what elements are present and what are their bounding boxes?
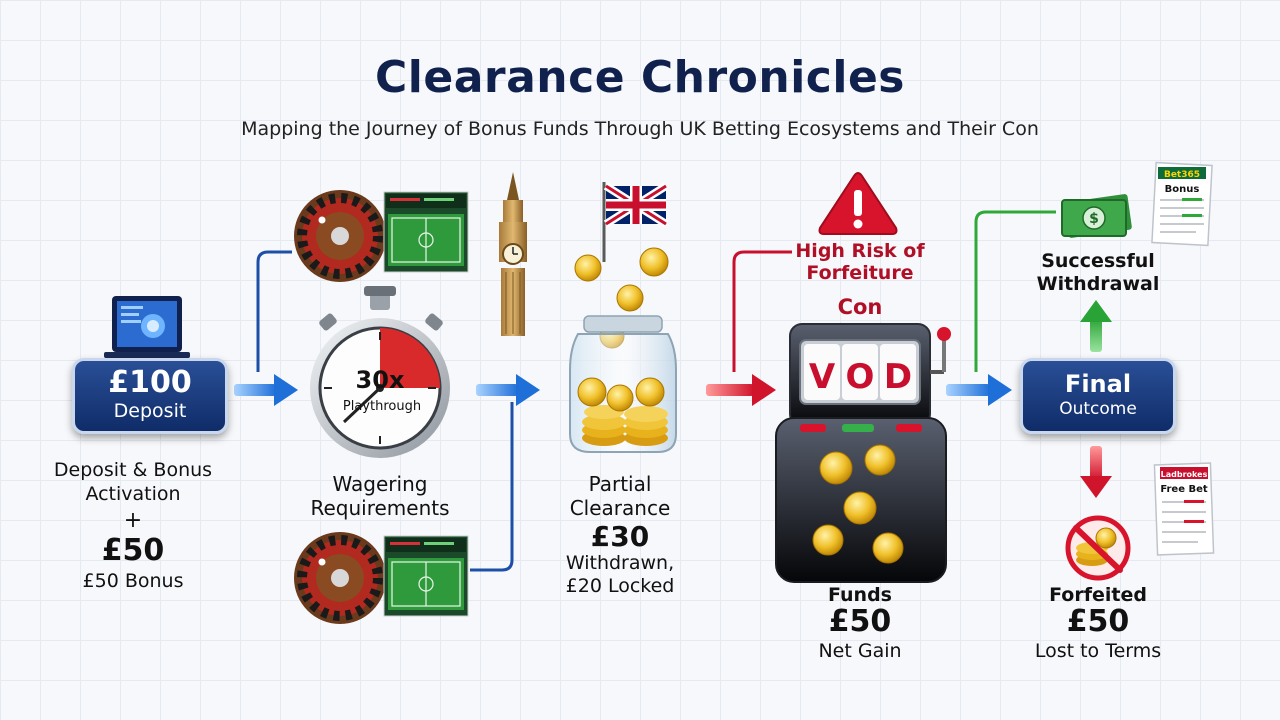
con-label: Con: [838, 295, 883, 319]
slip-bottom-brand: Ladbrokes: [1161, 470, 1208, 479]
flow-arrow-2: [476, 374, 540, 406]
forfeit-caption: Forfeited: [1049, 584, 1147, 606]
forfeit-down-arrow: [1080, 446, 1112, 498]
stopwatch-icon: [310, 286, 450, 458]
svg-text:$: $: [1089, 211, 1099, 227]
success-label-line2: Withdrawal: [1036, 273, 1160, 295]
connector-deposit-to-roulette: [256, 250, 292, 372]
union-jack-icon: [602, 182, 669, 262]
stage3-detail-line2: £20 Locked: [565, 575, 675, 597]
success-label-line1: Successful: [1041, 250, 1155, 272]
stage1-amount-label: £50 Bonus: [82, 570, 184, 592]
stopwatch-multiplier: 30x: [356, 366, 405, 394]
roulette-wheel-icon: [294, 190, 386, 282]
slot-coins: [812, 444, 904, 564]
stage3-detail-line1: Withdrawn,: [565, 552, 675, 574]
stage4-amount: £50: [828, 604, 892, 639]
stopwatch-label: Playthrough: [343, 399, 421, 414]
stage2-caption-line1: Wagering: [332, 472, 428, 496]
slip-top-title: Bonus: [1165, 184, 1200, 195]
stage1-caption-line2: Activation: [85, 483, 181, 505]
cash-icon: $: [1061, 194, 1132, 238]
laptop-icon: [104, 296, 190, 358]
stage3-caption-line2: Clearance: [569, 496, 671, 520]
risk-label-line1: High Risk of: [795, 240, 925, 262]
stage1-amount: £50: [101, 533, 165, 568]
big-ben-icon: [499, 172, 527, 336]
flow-arrow-1: [234, 374, 298, 406]
stage2-caption: Wagering Requirements: [290, 472, 470, 520]
connector-lines: [256, 210, 1056, 572]
stage3-caption-line1: Partial: [588, 472, 652, 496]
stage4-caption: Funds: [828, 584, 892, 606]
stage1-plus: +: [123, 508, 143, 533]
forfeit-label: Lost to Terms: [1034, 640, 1162, 662]
bet-slip-icon: [1153, 462, 1215, 556]
success-label: Successful Withdrawal: [1010, 250, 1186, 296]
success-up-arrow: [1080, 300, 1112, 352]
deposit-amount: £100: [108, 365, 192, 400]
coin-jar-icon: [569, 247, 677, 453]
slip-bottom-title: Free Bet: [1160, 484, 1208, 495]
roulette-wheel-icon: [294, 532, 386, 624]
slot-reel-3: D: [884, 357, 912, 397]
flow-arrow-4: [946, 374, 1012, 406]
connector-success: [974, 210, 1056, 372]
risk-label-line2: Forfeiture: [806, 262, 913, 284]
stage4-amount-label: Net Gain: [818, 640, 902, 662]
stage2-caption-line2: Requirements: [310, 496, 450, 520]
deposit-pill: £100 Deposit: [72, 358, 228, 434]
flow-arrow-3-red: [706, 374, 776, 406]
no-coins-icon: [1065, 515, 1131, 581]
stage3-detail: Withdrawn, £20 Locked: [530, 552, 710, 598]
stage3-caption: Partial Clearance: [530, 472, 710, 520]
warning-triangle-icon: [818, 172, 898, 235]
jar-coin-stack: [577, 377, 668, 446]
final-label-line1: Final: [1064, 370, 1132, 398]
football-pitch-icon: [383, 535, 469, 617]
connector-jar-to-pitch: [470, 402, 514, 572]
forfeit-amount: £50: [1066, 604, 1130, 639]
slot-machine-icon: [775, 323, 951, 583]
football-pitch-icon: [383, 191, 469, 273]
bet-slip-icon: [1151, 161, 1213, 247]
slot-reel-1: V: [809, 357, 836, 397]
final-label-line2: Outcome: [1059, 399, 1137, 419]
final-outcome-pill: Final Outcome: [1020, 358, 1176, 434]
slip-top-brand: Bet365: [1164, 170, 1200, 180]
page-title: Clearance Chronicles: [374, 52, 905, 103]
slot-reel-2: O: [846, 357, 875, 397]
page-subtitle: Mapping the Journey of Bonus Funds Throu…: [241, 118, 1039, 140]
stage3-amount: £30: [590, 520, 650, 553]
stage1-caption-line1: Deposit & Bonus: [53, 459, 213, 481]
stage1-caption: Deposit & Bonus Activation: [40, 458, 226, 506]
deposit-label: Deposit: [113, 400, 187, 422]
connector-risk: [732, 250, 792, 372]
